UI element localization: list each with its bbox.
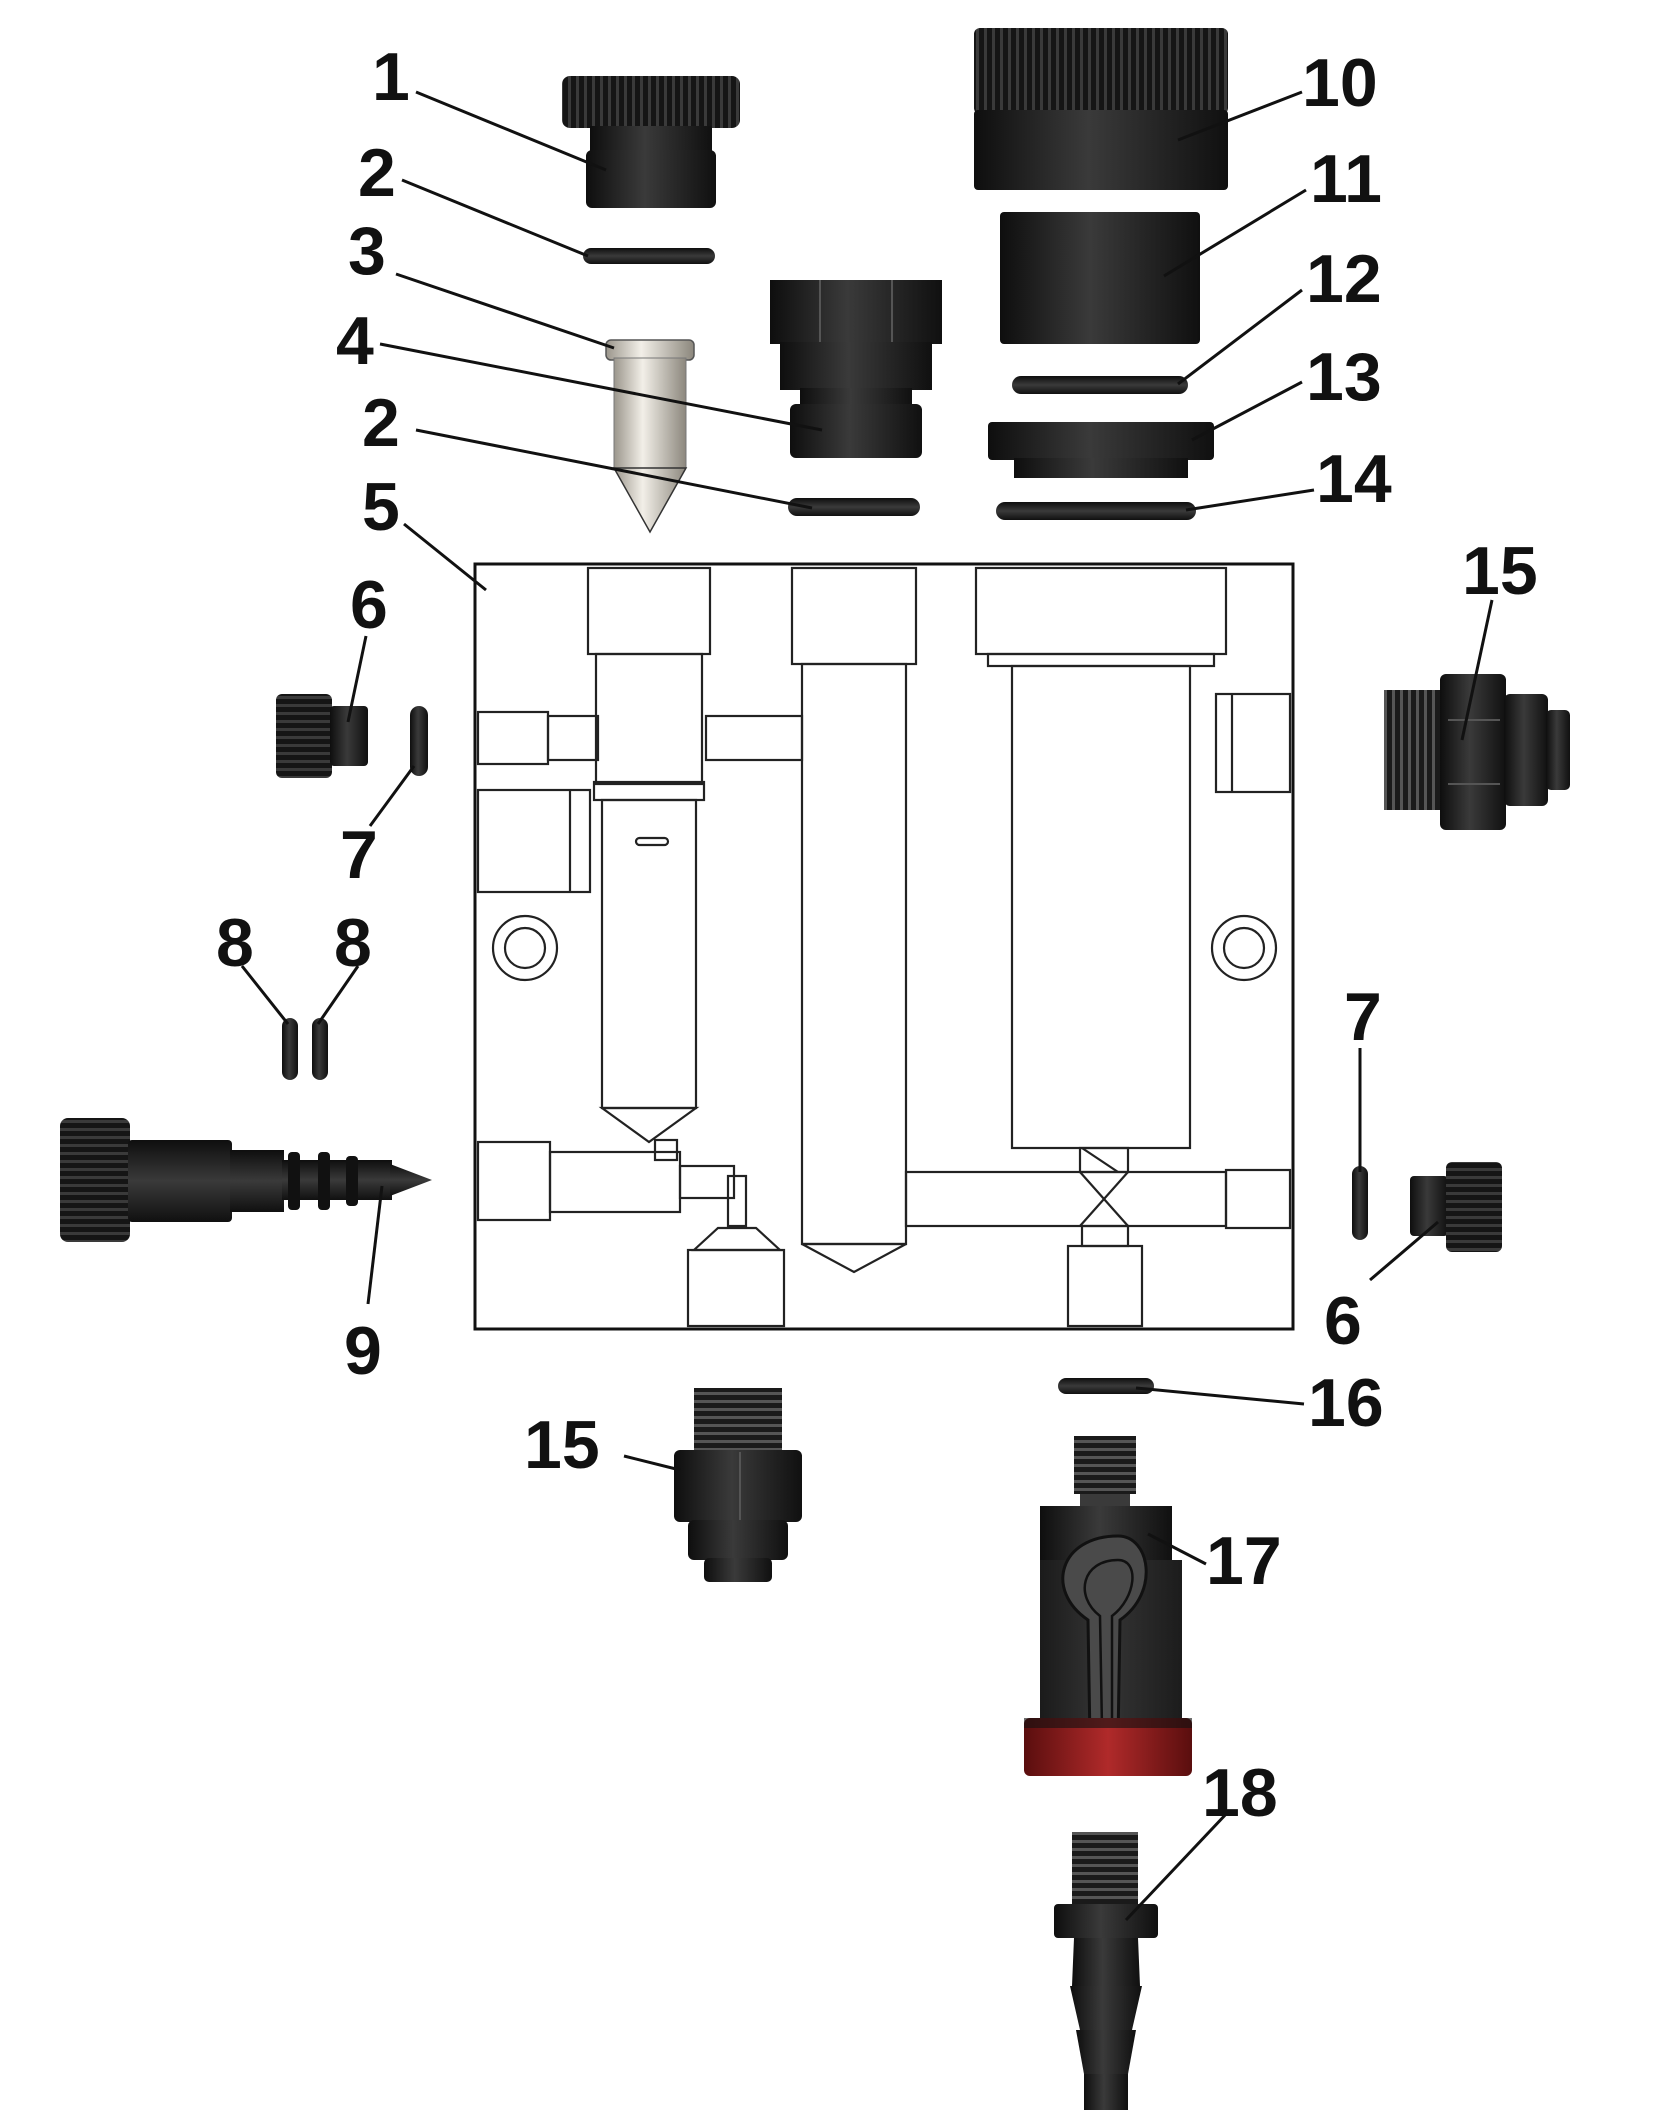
part-11-sleeve bbox=[1000, 212, 1200, 344]
callout-3: 3 bbox=[348, 213, 386, 289]
part-15-fitting-right bbox=[1384, 674, 1570, 830]
callout-10: 10 bbox=[1302, 45, 1378, 121]
callout-4: 4 bbox=[336, 303, 374, 379]
callout-6-left: 6 bbox=[350, 567, 388, 643]
part-15-fitting-bottom bbox=[674, 1388, 802, 1582]
callout-17: 17 bbox=[1206, 1523, 1282, 1599]
callout-2-top: 2 bbox=[358, 135, 396, 211]
callout-18: 18 bbox=[1202, 1755, 1278, 1831]
part-16-oring bbox=[1058, 1378, 1154, 1394]
part-8-rings bbox=[282, 1018, 328, 1080]
callout-8-right: 8 bbox=[334, 905, 372, 981]
callout-16: 16 bbox=[1308, 1365, 1384, 1441]
part-18-hose-barb bbox=[1054, 1832, 1158, 2110]
callout-9: 9 bbox=[344, 1313, 382, 1389]
part-17-valve bbox=[1024, 1436, 1192, 1776]
part-7-ring-left bbox=[410, 706, 428, 776]
part-6-plug-right bbox=[1410, 1162, 1502, 1252]
part-6-plug-left bbox=[276, 694, 368, 778]
callout-15-bottom: 15 bbox=[524, 1407, 600, 1483]
part-1-knob bbox=[562, 76, 740, 208]
part-2-oring-top bbox=[583, 248, 715, 264]
callout-2-bottom: 2 bbox=[362, 385, 400, 461]
callout-13: 13 bbox=[1306, 339, 1382, 415]
callout-12: 12 bbox=[1306, 241, 1382, 317]
callout-numbers: 1 2 3 4 2 5 6 7 8 8 9 10 11 12 13 14 15 … bbox=[216, 39, 1538, 1831]
callout-14: 14 bbox=[1316, 441, 1392, 517]
part-2-oring-bottom bbox=[788, 498, 920, 516]
part-10-cap bbox=[974, 28, 1228, 190]
leader-lines bbox=[240, 90, 1494, 1922]
part-9-adjusting-needle bbox=[60, 1118, 432, 1242]
callout-7-left: 7 bbox=[340, 817, 378, 893]
part-14-oring bbox=[996, 502, 1196, 520]
callout-1: 1 bbox=[372, 39, 410, 115]
callout-7-right: 7 bbox=[1344, 979, 1382, 1055]
callout-8-left: 8 bbox=[216, 905, 254, 981]
callout-5: 5 bbox=[362, 469, 400, 545]
callout-11: 11 bbox=[1310, 141, 1382, 217]
part-4-hex-fitting bbox=[770, 280, 942, 458]
part-3-metal-needle bbox=[605, 339, 695, 534]
part-5-manifold-body bbox=[473, 562, 1295, 1331]
callout-15-right: 15 bbox=[1462, 533, 1538, 609]
part-7-ring-right bbox=[1352, 1166, 1368, 1240]
part-13-washer bbox=[988, 422, 1214, 478]
callout-6-right: 6 bbox=[1324, 1283, 1362, 1359]
part-12-oring bbox=[1012, 376, 1188, 394]
